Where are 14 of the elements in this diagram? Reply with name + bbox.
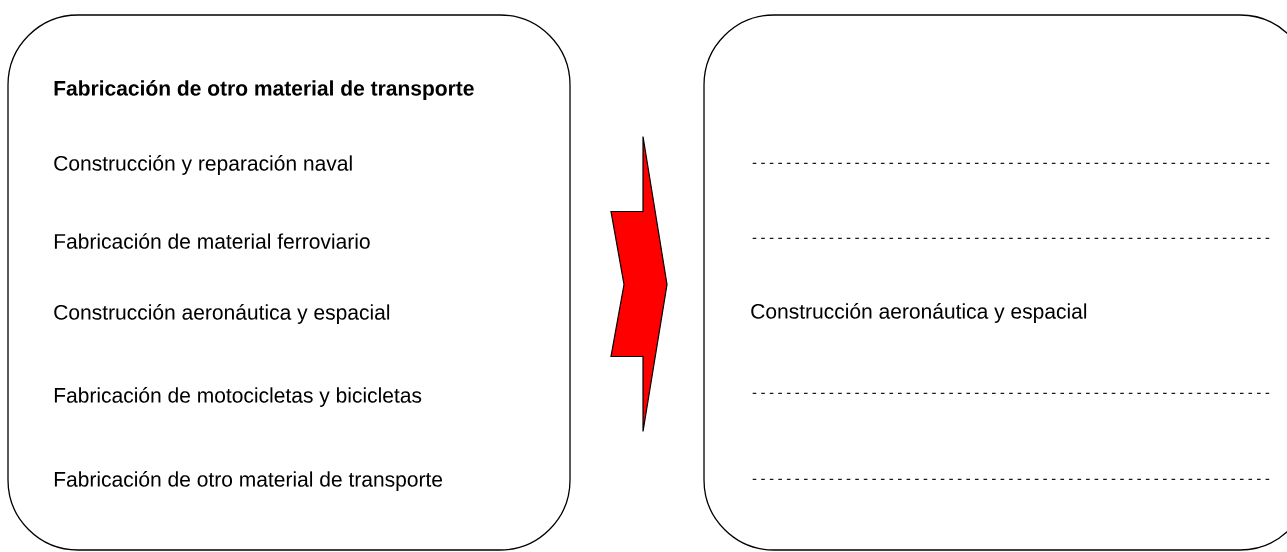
item-text: Construcción aeronáutica y espacial	[751, 303, 1087, 323]
dash-line: -------------------------------------------------------------	[752, 237, 1270, 239]
rounded-box	[703, 14, 1287, 551]
chevron-arrow	[610, 135, 668, 433]
item-text: Fabricación de otro material de transporte	[54, 471, 443, 491]
item-text: Construcción aeronáutica y espacial	[54, 304, 390, 324]
item-text: Fabricación de motocicletas y bicicletas	[54, 387, 422, 407]
rounded-box	[7, 14, 571, 551]
dash-line: -------------------------------------------------------------	[752, 162, 1270, 164]
dash-line: -------------------------------------------------------------	[752, 392, 1270, 394]
item-text: Fabricación de material ferroviario	[54, 233, 370, 249]
dash-line: -------------------------------------------------------------	[752, 478, 1270, 480]
item-text: Construcción y reparación naval	[54, 155, 352, 175]
heading: Fabricación de otro material de transporte	[54, 80, 474, 100]
